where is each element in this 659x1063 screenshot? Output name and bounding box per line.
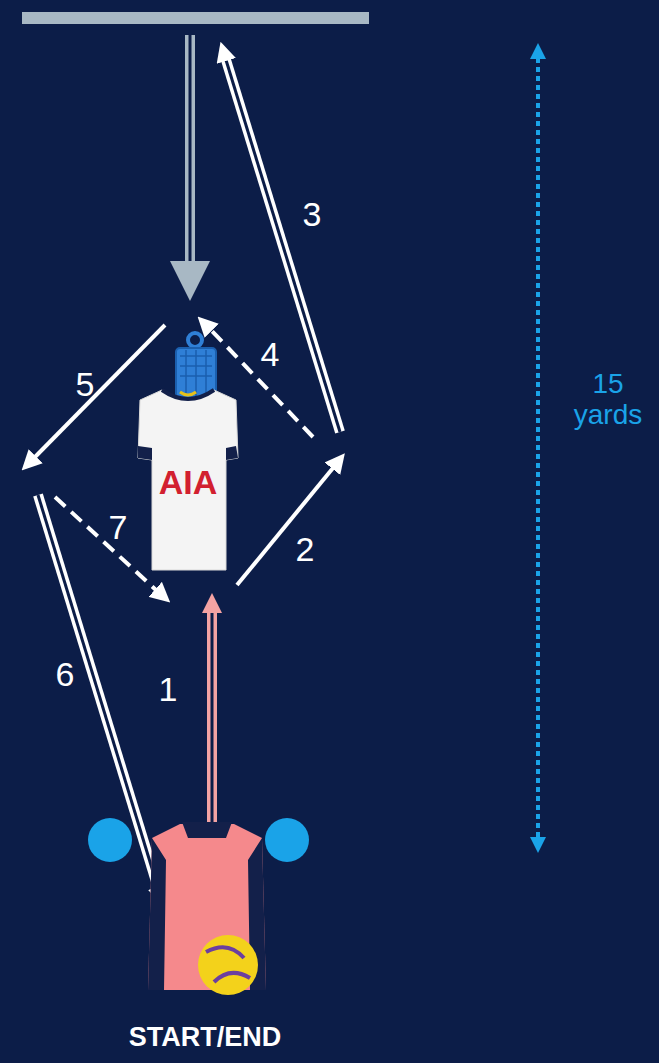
shirt-sponsor: AIA	[159, 464, 218, 501]
callout-number: 4	[261, 336, 280, 373]
callout-number: 2	[296, 531, 315, 568]
callout-number: 6	[56, 656, 75, 693]
mannequin	[138, 333, 238, 570]
pass-arrow	[38, 495, 158, 888]
cone	[88, 818, 132, 862]
player	[148, 822, 266, 995]
dribble-arrow	[237, 468, 333, 585]
callout-number: 7	[109, 509, 128, 546]
callout-number: 5	[76, 366, 95, 403]
rebounder-board	[22, 12, 369, 24]
run-arrow	[55, 497, 156, 590]
distance-marker	[538, 58, 539, 838]
callout-number: 1	[159, 671, 178, 708]
cone	[265, 818, 309, 862]
return-pass-arrow	[190, 35, 191, 262]
start-end-label: START/END	[129, 1023, 282, 1053]
callout-number: 3	[303, 196, 322, 233]
pass-arrow	[226, 60, 340, 432]
distance-label: 15 yards	[568, 369, 648, 431]
